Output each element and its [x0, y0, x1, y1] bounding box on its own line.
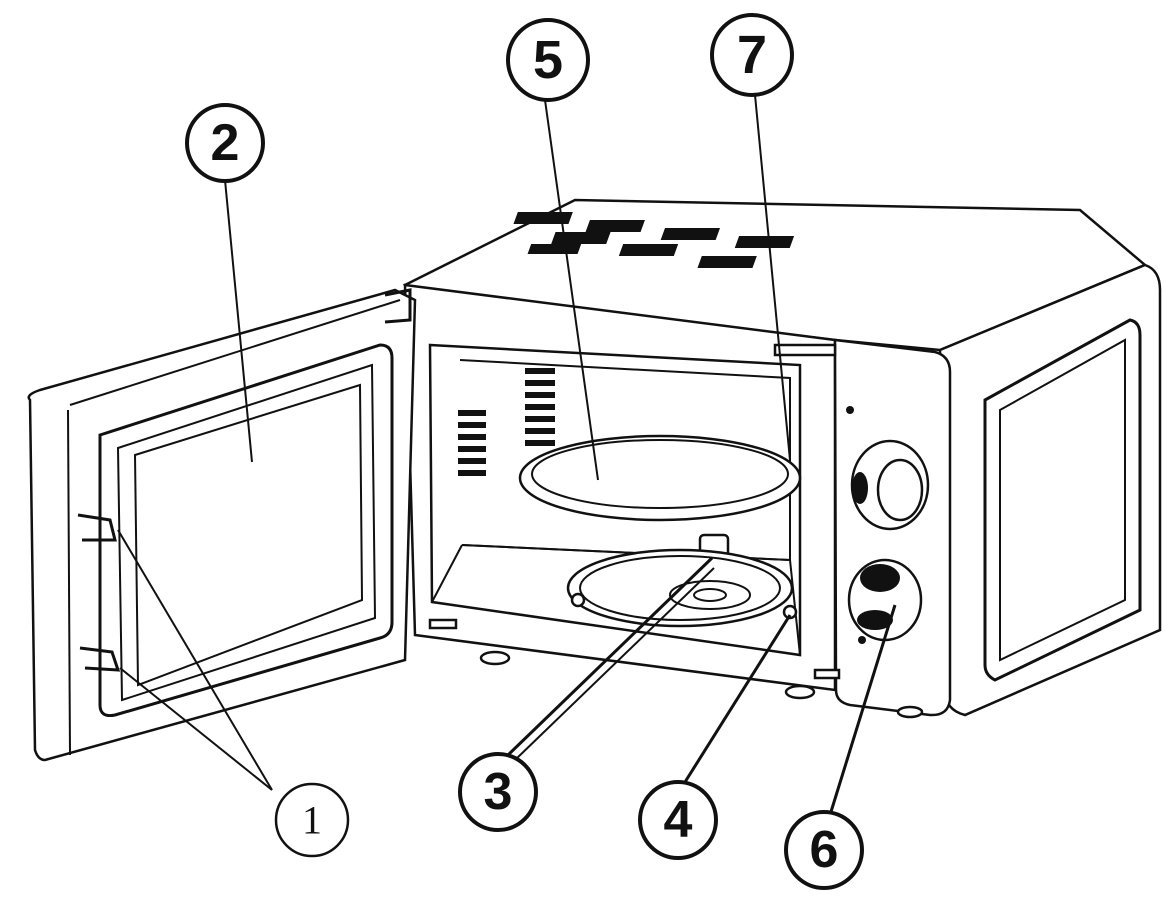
leader-line-1a — [117, 529, 273, 791]
callout-7-label: 7 — [737, 25, 767, 85]
leader-line-5 — [544, 99, 599, 481]
callout-6: 6 — [784, 810, 864, 890]
leader-line-7 — [754, 94, 791, 461]
microwave-door — [27, 288, 417, 762]
callout-5-label: 5 — [533, 30, 563, 90]
callout-2-label: 2 — [211, 114, 240, 172]
door-interlock — [428, 343, 841, 680]
leader-lines — [117, 94, 897, 816]
cavity-vents — [458, 368, 555, 476]
callout-4: 4 — [638, 780, 718, 860]
callout-3-label: 3 — [484, 763, 513, 821]
control-knobs — [846, 406, 930, 644]
callout-2: 2 — [185, 103, 265, 183]
leader-line-6 — [828, 604, 897, 816]
callout-1: 1 — [274, 782, 350, 858]
callout-7: 7 — [710, 13, 794, 97]
leader-line-1b — [119, 667, 273, 791]
callout-3: 3 — [458, 752, 538, 832]
leader-line-2 — [224, 179, 253, 463]
glass-tray — [518, 434, 802, 522]
leader-line-3 — [506, 556, 714, 757]
callout-4-label: 4 — [664, 791, 693, 849]
leader-line-3b — [514, 567, 715, 761]
top-vents — [513, 212, 795, 268]
callout-6-label: 6 — [810, 821, 839, 879]
callout-1-label: 1 — [302, 798, 322, 843]
leader-line-4 — [678, 614, 792, 791]
callout-5: 5 — [506, 18, 590, 102]
